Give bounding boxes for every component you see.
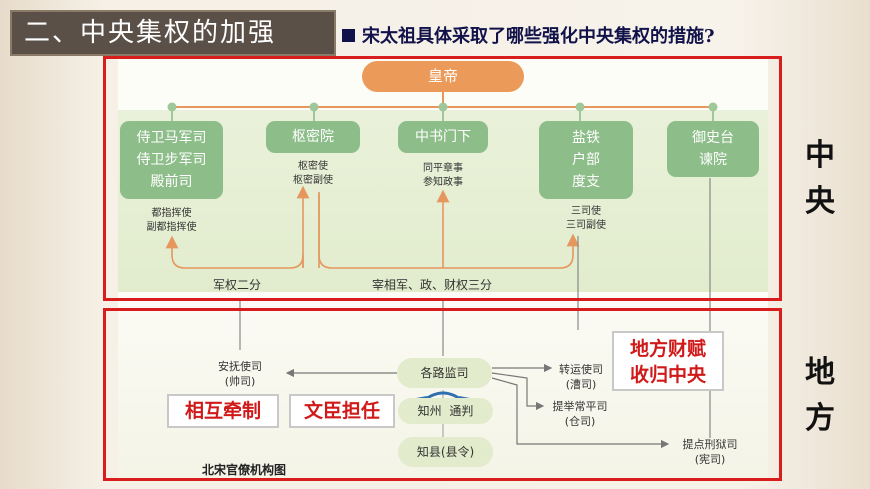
granary-title: 提举常平司 xyxy=(552,400,608,413)
square-bullet-icon xyxy=(342,29,355,42)
granary-office: 提举常平司 (仓司) xyxy=(540,399,620,429)
military-line-1: 侍卫马军司 xyxy=(136,130,207,146)
military-official-1: 都指挥使 xyxy=(151,208,192,219)
finance-line-2: 户部 xyxy=(572,152,600,168)
section-title: 二、中央集权的加强 xyxy=(10,10,336,56)
local-finance-tag: 地方财赋 收归中央 xyxy=(612,331,724,391)
secretariat-officials: 同平章事 参知政事 xyxy=(398,162,488,190)
secretariat-box: 中书门下 xyxy=(398,121,488,153)
secretariat-official-2: 参知政事 xyxy=(423,177,463,188)
censorate-box: 御史台 谏院 xyxy=(667,121,759,177)
question-text: 宋太祖具体采取了哪些强化中央集权的措施? xyxy=(362,26,715,47)
military-officials: 都指挥使 副都指挥使 xyxy=(120,207,223,235)
three-offices-box: 盐铁 户部 度支 xyxy=(539,121,633,199)
privy-officials: 枢密使 枢密副使 xyxy=(266,160,360,188)
finance-officials: 三司使 三司副使 xyxy=(539,205,633,233)
side-central-char-1: 中 xyxy=(805,138,835,173)
pacification-sub: (帅司) xyxy=(224,375,256,388)
judicial-sub: (宪司) xyxy=(694,453,726,466)
finance-official-1: 三司使 xyxy=(571,206,601,217)
diagram-caption: 北宋官僚机构图 xyxy=(202,463,287,477)
mutual-check-tag: 相互牵制 xyxy=(167,394,279,428)
pacification-title: 安抚使司 xyxy=(218,360,262,373)
judicial-title: 提点刑狱司 xyxy=(682,438,738,451)
central-frame xyxy=(103,56,782,301)
chancellor-split-label: 宰相军、政、财权三分 xyxy=(372,278,493,292)
censor-line-2: 谏院 xyxy=(699,152,727,168)
privy-official-2: 枢密副使 xyxy=(293,175,333,186)
transport-title: 转运使司 xyxy=(559,363,603,376)
prefect-label: 知州 xyxy=(417,404,442,418)
circuit-intendants: 各路监司 xyxy=(397,358,492,388)
transport-sub: (漕司) xyxy=(565,378,597,391)
emperor-box: 皇帝 xyxy=(362,61,524,92)
military-split-label: 军权二分 xyxy=(213,278,262,292)
transport-office: 转运使司 (漕司) xyxy=(548,362,614,392)
finance-official-2: 三司副使 xyxy=(566,220,606,231)
pacification-office: 安抚使司 (帅司) xyxy=(208,359,272,389)
privy-council-box: 枢密院 xyxy=(266,121,360,153)
prefecture-pill: 知州 通判 xyxy=(398,398,493,424)
military-commands-box: 侍卫马军司 侍卫步军司 殿前司 xyxy=(120,121,223,199)
granary-sub: (仓司) xyxy=(564,415,596,428)
military-line-2: 侍卫步军司 xyxy=(136,152,207,168)
finance-tag-line-2: 收归中央 xyxy=(629,364,706,386)
finance-line-1: 盐铁 xyxy=(572,130,600,146)
vice-prefect-label: 通判 xyxy=(449,404,474,418)
local-frame xyxy=(103,308,782,481)
military-line-3: 殿前司 xyxy=(150,174,193,190)
side-label-local: 地 方 xyxy=(800,350,840,442)
judicial-office: 提点刑狱司 (宪司) xyxy=(667,437,753,467)
side-local-char-2: 方 xyxy=(805,401,835,436)
finance-tag-line-1: 地方财赋 xyxy=(629,338,706,360)
side-central-char-2: 央 xyxy=(805,184,835,219)
privy-official-1: 枢密使 xyxy=(298,161,328,172)
finance-line-3: 度支 xyxy=(572,174,600,190)
civil-officials-tag: 文臣担任 xyxy=(289,394,395,428)
county-magistrate: 知县(县令) xyxy=(398,437,493,467)
side-local-char-1: 地 xyxy=(805,355,835,390)
censor-line-1: 御史台 xyxy=(692,130,734,146)
secretariat-official-1: 同平章事 xyxy=(423,163,463,174)
side-label-central: 中 央 xyxy=(800,133,840,225)
military-official-2: 副都指挥使 xyxy=(146,222,197,233)
